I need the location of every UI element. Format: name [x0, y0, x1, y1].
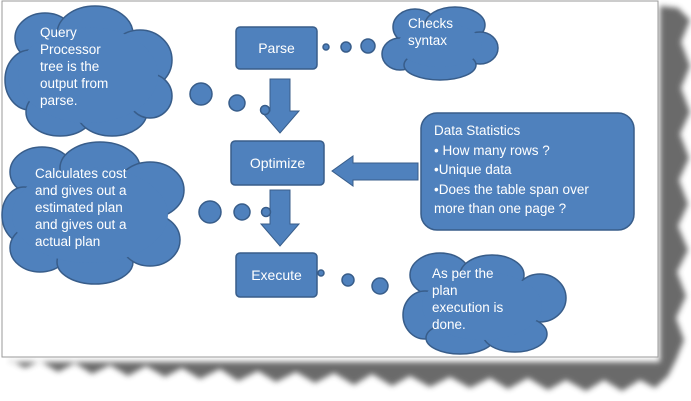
- arrow-statistics-to-optimize: [331, 155, 419, 187]
- bubble-large: [198, 200, 222, 224]
- execute-label: Execute: [251, 267, 302, 283]
- data-statistics-item: • How many rows ?: [434, 142, 550, 158]
- bubble-small: [260, 206, 272, 218]
- data-statistics-item: •Unique data: [434, 162, 512, 177]
- optimize-box: [230, 140, 325, 186]
- bubble-large: [360, 38, 376, 54]
- data-statistics-title: Data Statistics: [434, 123, 521, 138]
- data-statistics-box: [420, 112, 635, 231]
- cloud-checks-syntax-core: [398, 23, 482, 67]
- bubble-medium: [341, 273, 355, 287]
- arrow-optimize-to-execute: [259, 189, 301, 247]
- data-statistics-text: Data Statistics • How many rows ? •Uniqu…: [434, 121, 629, 219]
- thought-bubbles: [189, 38, 389, 295]
- execution-done-note: As per the plan execution is done.: [432, 266, 504, 332]
- parse-label: Parse: [258, 40, 295, 56]
- data-statistics-item: more than one page ?: [434, 201, 567, 216]
- bubble-medium: [233, 203, 251, 221]
- data-statistics-item: •Does the table span over: [434, 181, 589, 197]
- bubble-small: [259, 104, 271, 116]
- checks-syntax-note: Checks syntax: [408, 16, 454, 48]
- bubble-small: [317, 269, 325, 277]
- optimize-label: Optimize: [249, 155, 306, 171]
- query-tree-note: Query Processor tree is the output from …: [40, 25, 109, 108]
- parse-box: [235, 26, 318, 70]
- execute-box: [235, 252, 318, 298]
- cloud-execution-done-core: [422, 272, 542, 340]
- bubble-medium: [228, 94, 246, 112]
- flow-arrows: [259, 78, 419, 247]
- cloud-calculates-cost-core: [12, 167, 168, 263]
- bubble-large: [189, 82, 213, 106]
- bubble-small: [322, 43, 330, 51]
- calculates-cost-note: Calculates cost and gives out a estimate…: [35, 166, 127, 249]
- bubble-medium: [340, 41, 352, 53]
- bubble-large: [371, 277, 389, 295]
- cloud-query-tree-core: [18, 27, 158, 123]
